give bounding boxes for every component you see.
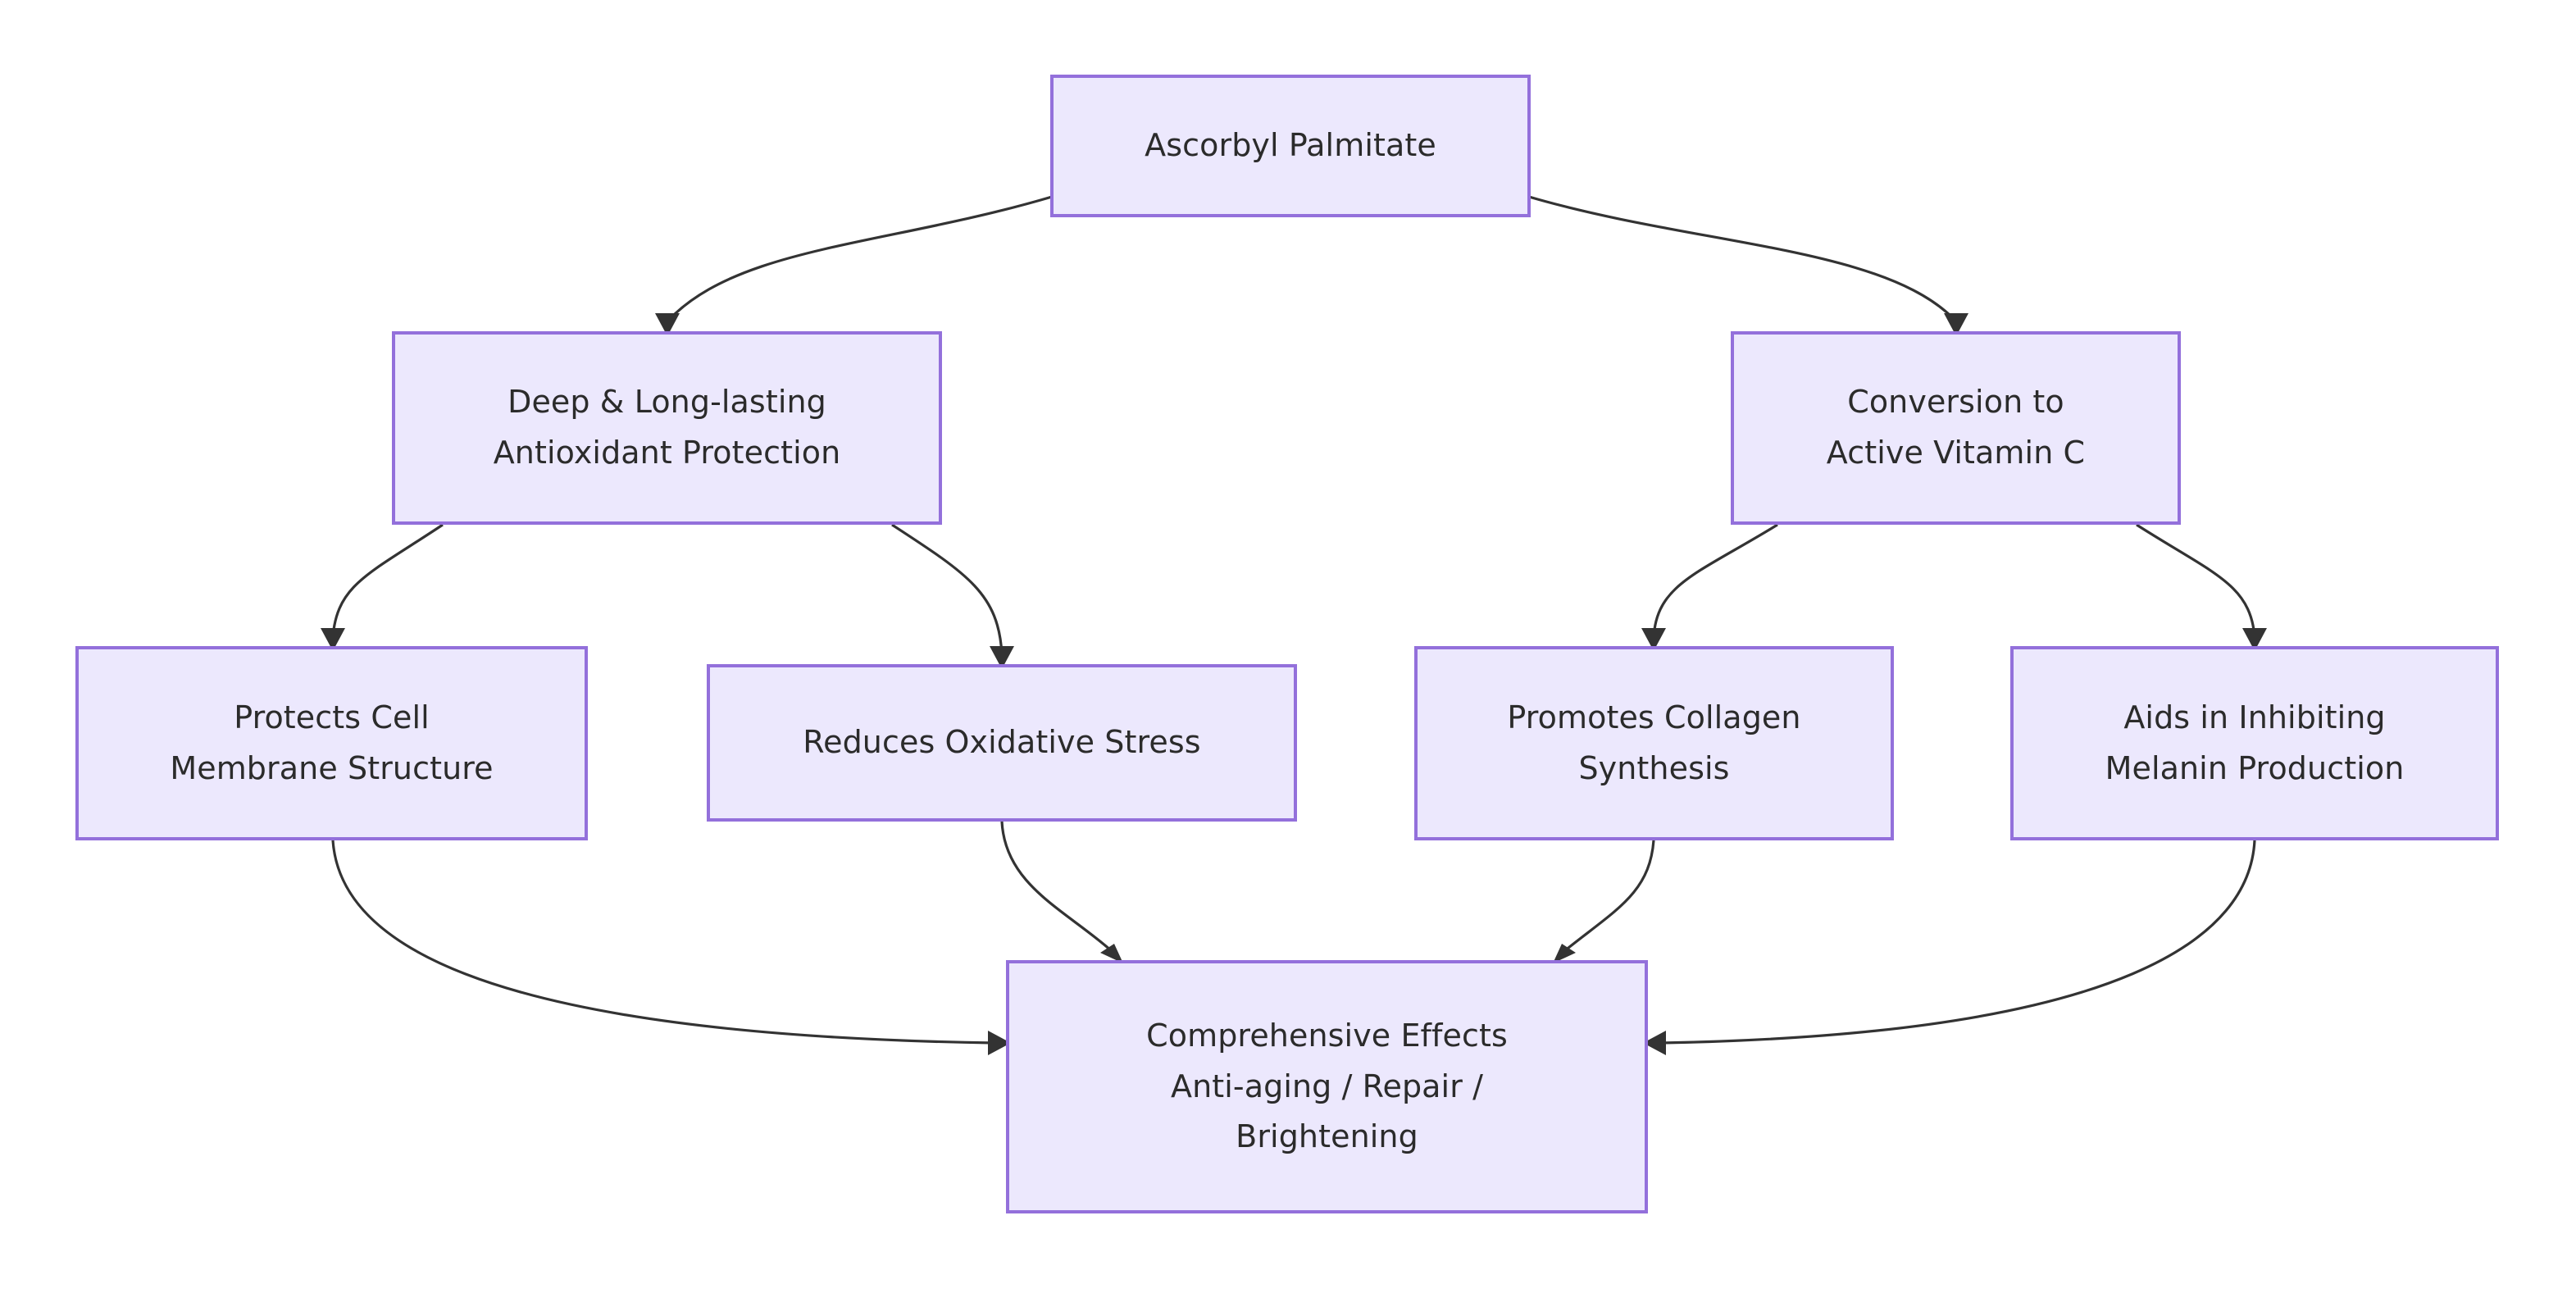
node-box-reduces-oxidative-stress[interactable] (707, 664, 1297, 822)
edge-ap-to-antioxidant (666, 195, 1053, 323)
node-box-aids-in-inhibiting-melanin-production[interactable] (2010, 646, 2499, 840)
nodes-layer (75, 75, 2499, 1213)
node-box-conversion-to-active-vitamin-c[interactable] (1731, 331, 2181, 525)
node-box-promotes-collagen-synthesis[interactable] (1414, 646, 1894, 840)
edge-reduces-stress-to-effects-arrowhead (1100, 944, 1123, 963)
edge-ap-to-conversion (1528, 195, 1958, 323)
edge-protects-cell-to-effects-arrowhead (988, 1031, 1011, 1055)
edge-collagen-to-effects-arrowhead (1553, 944, 1576, 963)
edge-ap-to-antioxidant-arrowhead (655, 313, 680, 336)
edge-collagen-to-effects (1563, 840, 1655, 953)
edge-reduces-stress-to-effects (1000, 821, 1113, 953)
node-box-comprehensive-effects[interactable] (1006, 960, 1648, 1213)
node-box-deep-long-lasting-antioxidant-protection[interactable] (392, 331, 942, 525)
edge-conversion-to-collagen (1652, 523, 1778, 637)
node-box-protects-cell-membrane-structure[interactable] (75, 646, 588, 840)
edge-antioxidant-to-reduces-stress (891, 523, 1004, 655)
node-box-ascorbyl-palmitate[interactable] (1050, 75, 1531, 217)
edge-melanin-to-effects-arrowhead (1643, 1031, 1666, 1055)
edge-antioxidant-to-reduces-stress-arrowhead (990, 646, 1014, 669)
edge-conversion-to-melanin (2136, 523, 2256, 637)
edge-conversion-to-melanin-arrowhead (2242, 628, 2267, 651)
edge-melanin-to-effects (1659, 840, 2256, 1045)
edges-layer (321, 195, 2267, 1055)
edge-antioxidant-to-protects-cell-arrowhead (321, 628, 345, 651)
edge-conversion-to-collagen-arrowhead (1641, 628, 1666, 651)
edge-protects-cell-to-effects (331, 840, 995, 1045)
edge-antioxidant-to-protects-cell (331, 523, 444, 637)
edge-ap-to-conversion-arrowhead (1944, 313, 1968, 336)
